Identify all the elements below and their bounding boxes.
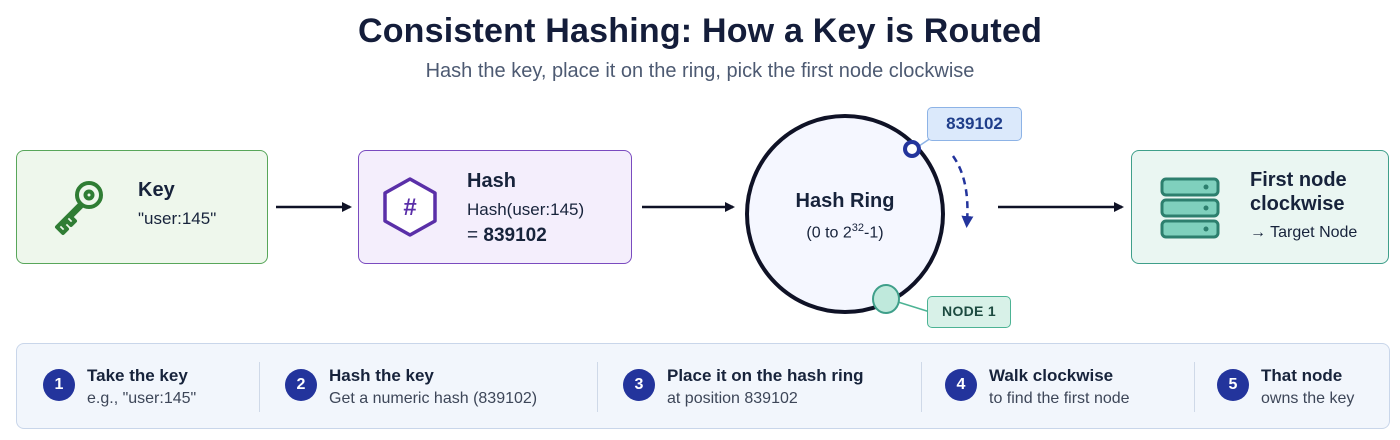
- ring-range-suffix: -1): [864, 224, 884, 242]
- step-divider: [921, 362, 922, 412]
- hash-hexagon-icon: #: [383, 177, 437, 237]
- target-label-line1: First node: [1250, 169, 1347, 191]
- key-value: "user:145": [138, 209, 217, 228]
- hash-result-value: 839102: [483, 225, 547, 246]
- step-description: to find the first node: [989, 390, 1130, 407]
- step-title: Hash the key: [329, 366, 434, 385]
- key-box: Key "user:145": [16, 150, 268, 264]
- step-title: Take the key: [87, 366, 188, 385]
- hash-ring: [745, 114, 945, 314]
- step-description: e.g., "user:145": [87, 390, 197, 407]
- server-stack-icon: [1160, 177, 1220, 239]
- target-sub: → Target Node: [1250, 224, 1358, 241]
- step-divider: [597, 362, 598, 412]
- ring-range: (0 to 232-1): [757, 222, 933, 242]
- svg-text:#: #: [403, 194, 416, 221]
- key-position-marker: [903, 140, 921, 158]
- step-description: Get a numeric hash (839102): [329, 390, 538, 407]
- diagram-subtitle: Hash the key, place it on the ring, pick…: [425, 60, 975, 82]
- ring-title: Hash Ring: [795, 190, 895, 212]
- hash-function-text: Hash(user:145): [467, 200, 585, 219]
- clockwise-arrow: [951, 155, 974, 228]
- ring-range-exponent: 32: [851, 222, 865, 234]
- node-callout-connector: [897, 301, 931, 313]
- step-description: owns the key: [1261, 390, 1355, 407]
- step-number-badge: 5: [1217, 369, 1249, 401]
- step-title: Place it on the hash ring: [667, 366, 864, 385]
- steps-bar: 1 Take the key e.g., "user:145" 2 Hash t…: [16, 343, 1390, 429]
- step-title: That node: [1261, 366, 1343, 385]
- step-title: Walk clockwise: [989, 366, 1114, 385]
- hash-result: = 839102: [467, 225, 547, 247]
- step-number-badge: 2: [285, 369, 317, 401]
- node-callout: NODE 1: [927, 296, 1011, 328]
- step-divider: [259, 362, 260, 412]
- target-label-line2: clockwise: [1250, 193, 1345, 215]
- hash-label: Hash: [467, 170, 516, 192]
- target-node-box: First node clockwise → Target Node: [1131, 150, 1389, 264]
- step-number-badge: 3: [623, 369, 655, 401]
- ring-range-prefix: (0 to 2: [806, 224, 852, 242]
- key-label: Key: [138, 179, 175, 201]
- step-divider: [1194, 362, 1195, 412]
- hash-result-prefix: =: [467, 225, 484, 246]
- step-number-badge: 4: [945, 369, 977, 401]
- diagram-title: Consistent Hashing: How a Key is Routed: [357, 12, 1043, 50]
- step-description: at position 839102: [667, 390, 798, 407]
- key-icon: [55, 181, 103, 235]
- hash-position-callout: 839102: [927, 107, 1022, 141]
- step-number-badge: 1: [43, 369, 75, 401]
- node-marker: [872, 284, 900, 314]
- hash-box: # Hash Hash(user:145) = 839102: [358, 150, 632, 264]
